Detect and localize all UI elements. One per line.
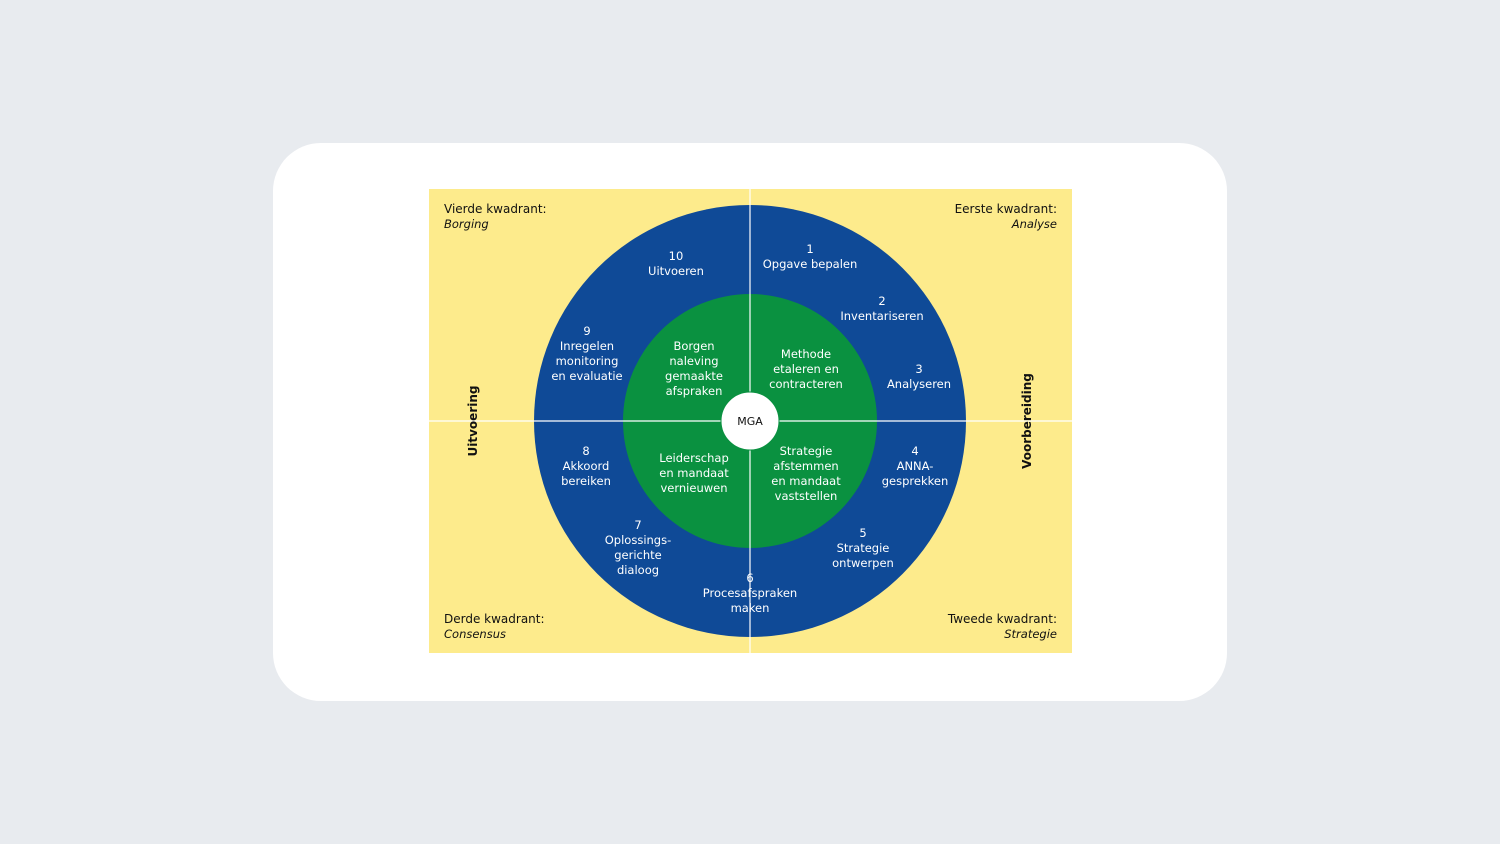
step-text-line: Akkoord	[563, 459, 610, 473]
segment-methode-line: contracteren	[769, 377, 843, 391]
step-text-line: gerichte	[614, 548, 662, 562]
third-quadrant-subtitle: Consensus	[444, 627, 506, 641]
step-text-line: maken	[731, 601, 770, 615]
step-number: 7	[634, 518, 641, 532]
segment-borgen-line: afspraken	[666, 384, 723, 398]
first-quadrant-title: Eerste kwadrant:	[955, 202, 1057, 216]
core-label: MGA	[737, 415, 763, 428]
segment-borgen-line: Borgen	[673, 339, 714, 353]
step-text-line: monitoring	[556, 354, 619, 368]
step-text-line: Procesafspraken	[703, 586, 797, 600]
step-number: 4	[911, 444, 918, 458]
step-number: 9	[583, 324, 590, 338]
step-text-line: Analyseren	[887, 377, 951, 391]
fourth-quadrant-subtitle: Borging	[444, 217, 489, 231]
step-text-line: ANNA-	[897, 459, 934, 473]
first-quadrant-subtitle: Analyse	[1011, 217, 1057, 231]
step-text-line: Oplossings-	[605, 533, 672, 547]
step-text-line: Uitvoeren	[648, 264, 704, 278]
step-text-line: gesprekken	[882, 474, 949, 488]
side-label-uitvoering: Uitvoering	[466, 386, 480, 457]
step-text-line: Inregelen	[560, 339, 614, 353]
step-number: 8	[582, 444, 589, 458]
fourth-quadrant-title: Vierde kwadrant:	[444, 202, 547, 216]
step-text-line: Strategie	[837, 541, 890, 555]
segment-methode-line: Methode	[781, 347, 831, 361]
segment-strategie-line: vaststellen	[775, 489, 838, 503]
segment-borgen-line: naleving	[669, 354, 718, 368]
segment-leiderschap-line: vernieuwen	[660, 481, 727, 495]
step-text-line: Inventariseren	[840, 309, 923, 323]
step-text-line: ontwerpen	[832, 556, 894, 570]
step-number: 2	[878, 294, 885, 308]
second-quadrant-title: Tweede kwadrant:	[947, 612, 1057, 626]
core-circle	[720, 391, 780, 451]
segment-strategie-line: Strategie	[780, 444, 833, 458]
side-label-voorbereiding: Voorbereiding	[1020, 373, 1034, 469]
step-number: 5	[859, 526, 866, 540]
step-text-line: en evaluatie	[551, 369, 622, 383]
step-number: 1	[806, 242, 813, 256]
second-quadrant-subtitle: Strategie	[1004, 627, 1057, 641]
segment-strategie-line: en mandaat	[771, 474, 841, 488]
diagram-canvas: MGA Vierde kwadrant: Borging Eerste kwad…	[429, 189, 1072, 653]
third-quadrant-title: Derde kwadrant:	[444, 612, 545, 626]
step-number: 6	[746, 571, 753, 585]
step-text-line: Opgave bepalen	[763, 257, 858, 271]
step-text-line: dialoog	[617, 563, 659, 577]
step-number: 10	[669, 249, 684, 263]
segment-methode-line: etaleren en	[773, 362, 839, 376]
segment-leiderschap-line: en mandaat	[659, 466, 729, 480]
segment-leiderschap-line: Leiderschap	[659, 451, 729, 465]
step-text-line: bereiken	[561, 474, 611, 488]
mga-quadrant-diagram: MGA Vierde kwadrant: Borging Eerste kwad…	[429, 189, 1072, 653]
segment-borgen-line: gemaakte	[665, 369, 723, 383]
step-number: 3	[915, 362, 922, 376]
segment-strategie-line: afstemmen	[773, 459, 838, 473]
